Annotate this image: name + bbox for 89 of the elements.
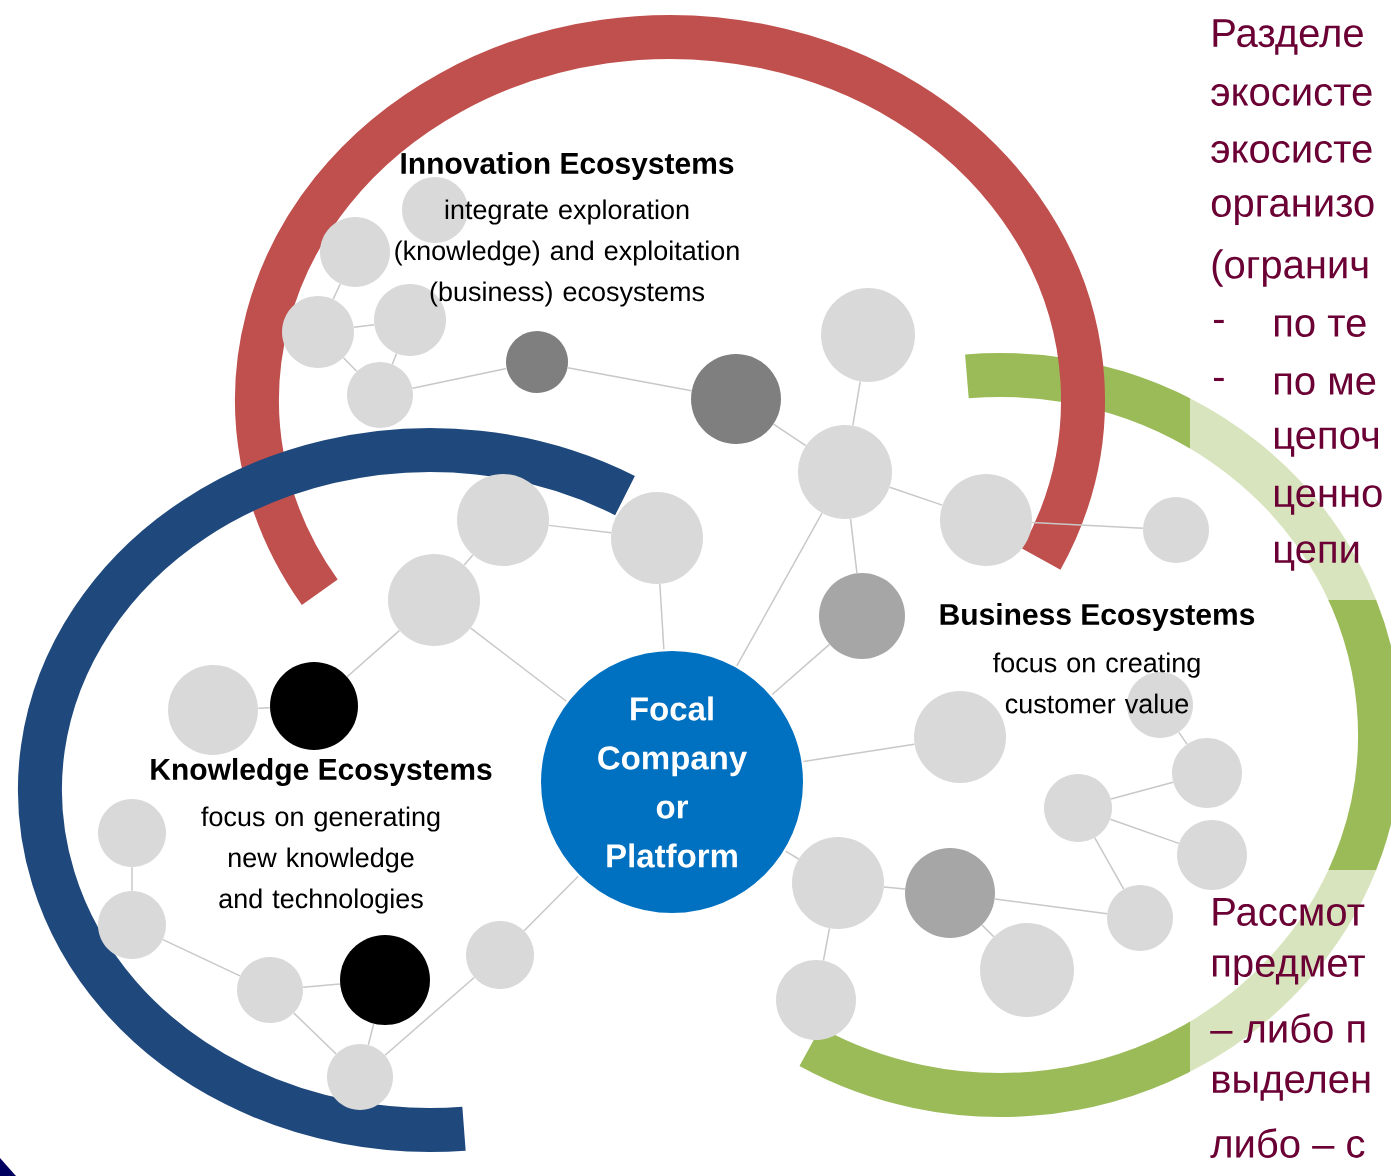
slide-text: по ме	[1275, 373, 1376, 395]
slide-text: (огранич	[1212, 249, 1368, 287]
connector-line	[784, 850, 800, 860]
connector-line	[772, 423, 807, 447]
connector-line	[802, 743, 916, 763]
connector-line	[469, 627, 568, 702]
network-node	[980, 923, 1074, 1017]
connector-line	[1110, 781, 1174, 800]
heading: Innovation Ecosystems	[401, 152, 734, 180]
connector-line	[888, 486, 944, 506]
connector-line	[257, 707, 271, 709]
connector-line	[463, 554, 474, 566]
network-node	[270, 662, 358, 750]
slide-text: экосисте	[1211, 141, 1372, 163]
connector-line	[346, 629, 401, 678]
network-node	[457, 474, 549, 566]
slide-text: ценно	[1275, 485, 1382, 515]
connector-line	[391, 352, 398, 365]
connector-line	[162, 938, 241, 977]
network-node	[821, 288, 915, 382]
network-node	[1044, 774, 1112, 842]
connector-line	[1031, 521, 1144, 529]
network-node	[327, 1044, 393, 1110]
network-node	[691, 354, 781, 444]
connector-line	[849, 518, 858, 574]
connector-line	[548, 524, 612, 534]
connector-line	[302, 983, 341, 988]
connector-line	[981, 924, 995, 938]
heading: Knowledge Ecosystems	[151, 757, 492, 787]
connector-line	[1094, 837, 1125, 890]
network-node	[940, 474, 1032, 566]
network-node	[776, 960, 856, 1040]
network-node	[1143, 497, 1209, 563]
network-node	[98, 891, 166, 959]
slide-text: экосисте	[1211, 84, 1372, 106]
connector-line	[411, 367, 508, 389]
connector-line	[293, 1012, 337, 1055]
connector-line	[367, 1023, 375, 1046]
connector-line	[883, 886, 906, 890]
slide-text: Рассмот	[1213, 898, 1365, 926]
description: integrate exploration (knowledge) and exploitation (business) ecosystems	[395, 199, 739, 307]
connector-line	[342, 357, 358, 373]
connector-line	[131, 866, 133, 892]
connector-line	[1109, 818, 1180, 845]
slide-text: цепоч	[1275, 427, 1378, 457]
network-node	[819, 573, 905, 659]
connector-line	[994, 898, 1108, 915]
network-node	[168, 665, 258, 755]
connector-line	[822, 927, 831, 962]
slide-text: либо – с	[1210, 1128, 1365, 1158]
network-node	[798, 425, 892, 519]
slide-text: Разделе	[1213, 19, 1363, 55]
heading: Business Ecosystems	[940, 603, 1255, 631]
bullet-dash: -	[1214, 319, 1224, 324]
connector-line	[523, 875, 579, 932]
connector-line	[659, 583, 665, 650]
network-node	[466, 921, 534, 989]
connector-line	[332, 283, 341, 300]
connector-line	[566, 366, 693, 392]
slide-text: по те	[1275, 315, 1366, 337]
description: focus on creating customer value	[993, 652, 1200, 714]
connector-line	[353, 323, 375, 329]
slide-text: цепи	[1275, 541, 1359, 571]
connector-line	[384, 976, 475, 1056]
connector-line	[852, 380, 861, 427]
network-node	[506, 331, 568, 393]
network-node	[1107, 885, 1173, 951]
bullet-dash: -	[1214, 377, 1224, 382]
network-node	[98, 799, 166, 867]
connector-line	[736, 512, 823, 667]
slide-text: – либо п	[1210, 1013, 1365, 1043]
network-node	[237, 957, 303, 1023]
slide-text: организо	[1211, 195, 1374, 225]
description: focus on generating new knowledge and technologies	[201, 806, 440, 914]
network-node	[905, 848, 995, 938]
network-node	[1172, 738, 1242, 808]
slide-text: предмет	[1213, 955, 1365, 985]
connector-line	[771, 643, 831, 696]
network-node	[914, 691, 1006, 783]
network-node	[282, 296, 354, 368]
slide-text: выделен	[1213, 1071, 1370, 1101]
network-node	[1177, 820, 1247, 890]
network-node	[792, 837, 884, 929]
network-node	[320, 217, 390, 287]
network-node	[347, 362, 413, 428]
connector-line	[1178, 731, 1188, 745]
network-node	[611, 492, 703, 584]
network-node	[388, 554, 480, 646]
network-node	[340, 935, 430, 1025]
